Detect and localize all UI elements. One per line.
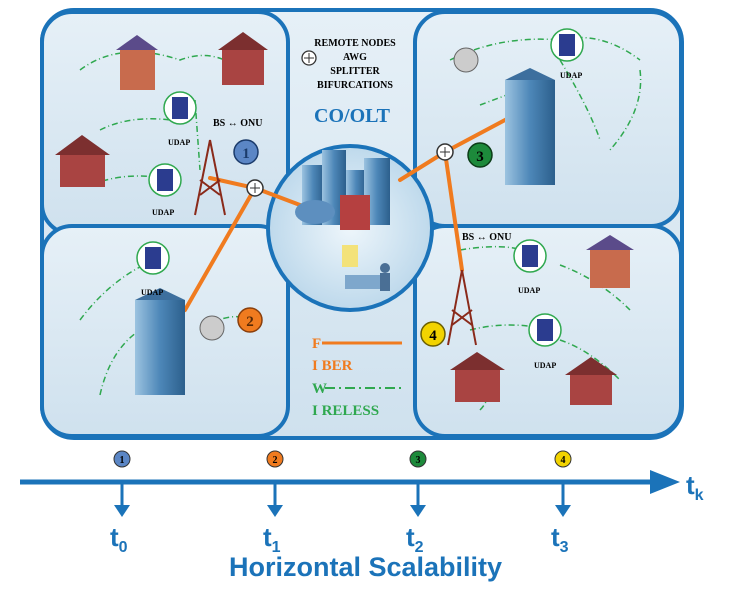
svg-text:3: 3 xyxy=(416,455,421,466)
splitter-node-left xyxy=(246,179,264,197)
legend-fiber-label-2: I BER xyxy=(312,358,353,374)
timeline-tick-0: 1 xyxy=(113,450,131,517)
tick-label-t2: t2 xyxy=(406,522,424,557)
region-4-badge: 4 xyxy=(420,321,446,347)
region-1-onu-icons xyxy=(148,91,197,197)
region-1-bs-onu-label: BS ↔ ONU xyxy=(213,118,262,129)
timeline-tick-3: 4 xyxy=(554,450,572,517)
legend-fiber-label: F xyxy=(312,336,321,352)
region-1-houses xyxy=(55,32,268,187)
region-4-tower-icon xyxy=(447,269,477,346)
region-3-udap-label: UDAP xyxy=(560,71,582,80)
region-1-udap-label: UDAP xyxy=(152,208,174,217)
svg-text:4: 4 xyxy=(561,455,566,466)
svg-text:2: 2 xyxy=(273,455,278,466)
city-buildings-icon xyxy=(295,150,390,291)
region-4-udap-label: UDAP xyxy=(534,361,556,370)
region-1-udap-label: UDAP xyxy=(168,138,190,147)
co-olt-title: CO/OLT xyxy=(314,105,391,127)
svg-text:1: 1 xyxy=(242,146,250,162)
region-4-udap-label: UDAP xyxy=(518,286,540,295)
legend-wireless-label-2: I RELESS xyxy=(312,403,379,419)
region-3-badge: 3 xyxy=(467,142,493,168)
region-4-houses xyxy=(450,235,634,405)
tick-label-t1: t1 xyxy=(263,522,281,557)
legend: F I BER W I RELESS xyxy=(312,336,405,419)
region-2-badge: 2 xyxy=(237,307,263,333)
tick-label-t3: t3 xyxy=(551,522,569,557)
center-header-line: SPLITTER xyxy=(330,66,380,77)
diagram-caption: Horizontal Scalability xyxy=(228,552,503,582)
splitter-legend-icon xyxy=(301,50,317,66)
svg-text:3: 3 xyxy=(476,149,484,165)
splitter-node-right xyxy=(436,143,454,161)
svg-text:1: 1 xyxy=(120,455,125,466)
region-4-bs-onu-label: BS ↔ ONU xyxy=(462,232,511,243)
region-4-onu-icons xyxy=(513,239,562,347)
region-1-tower-icon xyxy=(194,139,226,216)
svg-text:2: 2 xyxy=(246,314,254,330)
region-1-badge: 1 xyxy=(233,139,259,165)
timeline-tick-1: 2 xyxy=(266,450,284,517)
center-header-line: AWG xyxy=(343,52,367,63)
region-2-udap-label: UDAP xyxy=(141,288,163,297)
center-header-line: BIFURCATIONS xyxy=(317,80,393,91)
legend-wireless-label: W xyxy=(312,381,327,397)
svg-text:4: 4 xyxy=(429,328,437,344)
tick-label-t0: t0 xyxy=(110,522,128,557)
timeline-axis-label: tk xyxy=(686,470,704,505)
timeline-tick-2: 3 xyxy=(409,450,427,517)
region-2-building-icon xyxy=(135,241,225,395)
center-header-line: REMOTE NODES xyxy=(314,38,396,49)
timeline-arrowhead xyxy=(650,470,680,494)
region-3-building-icon xyxy=(453,28,584,185)
